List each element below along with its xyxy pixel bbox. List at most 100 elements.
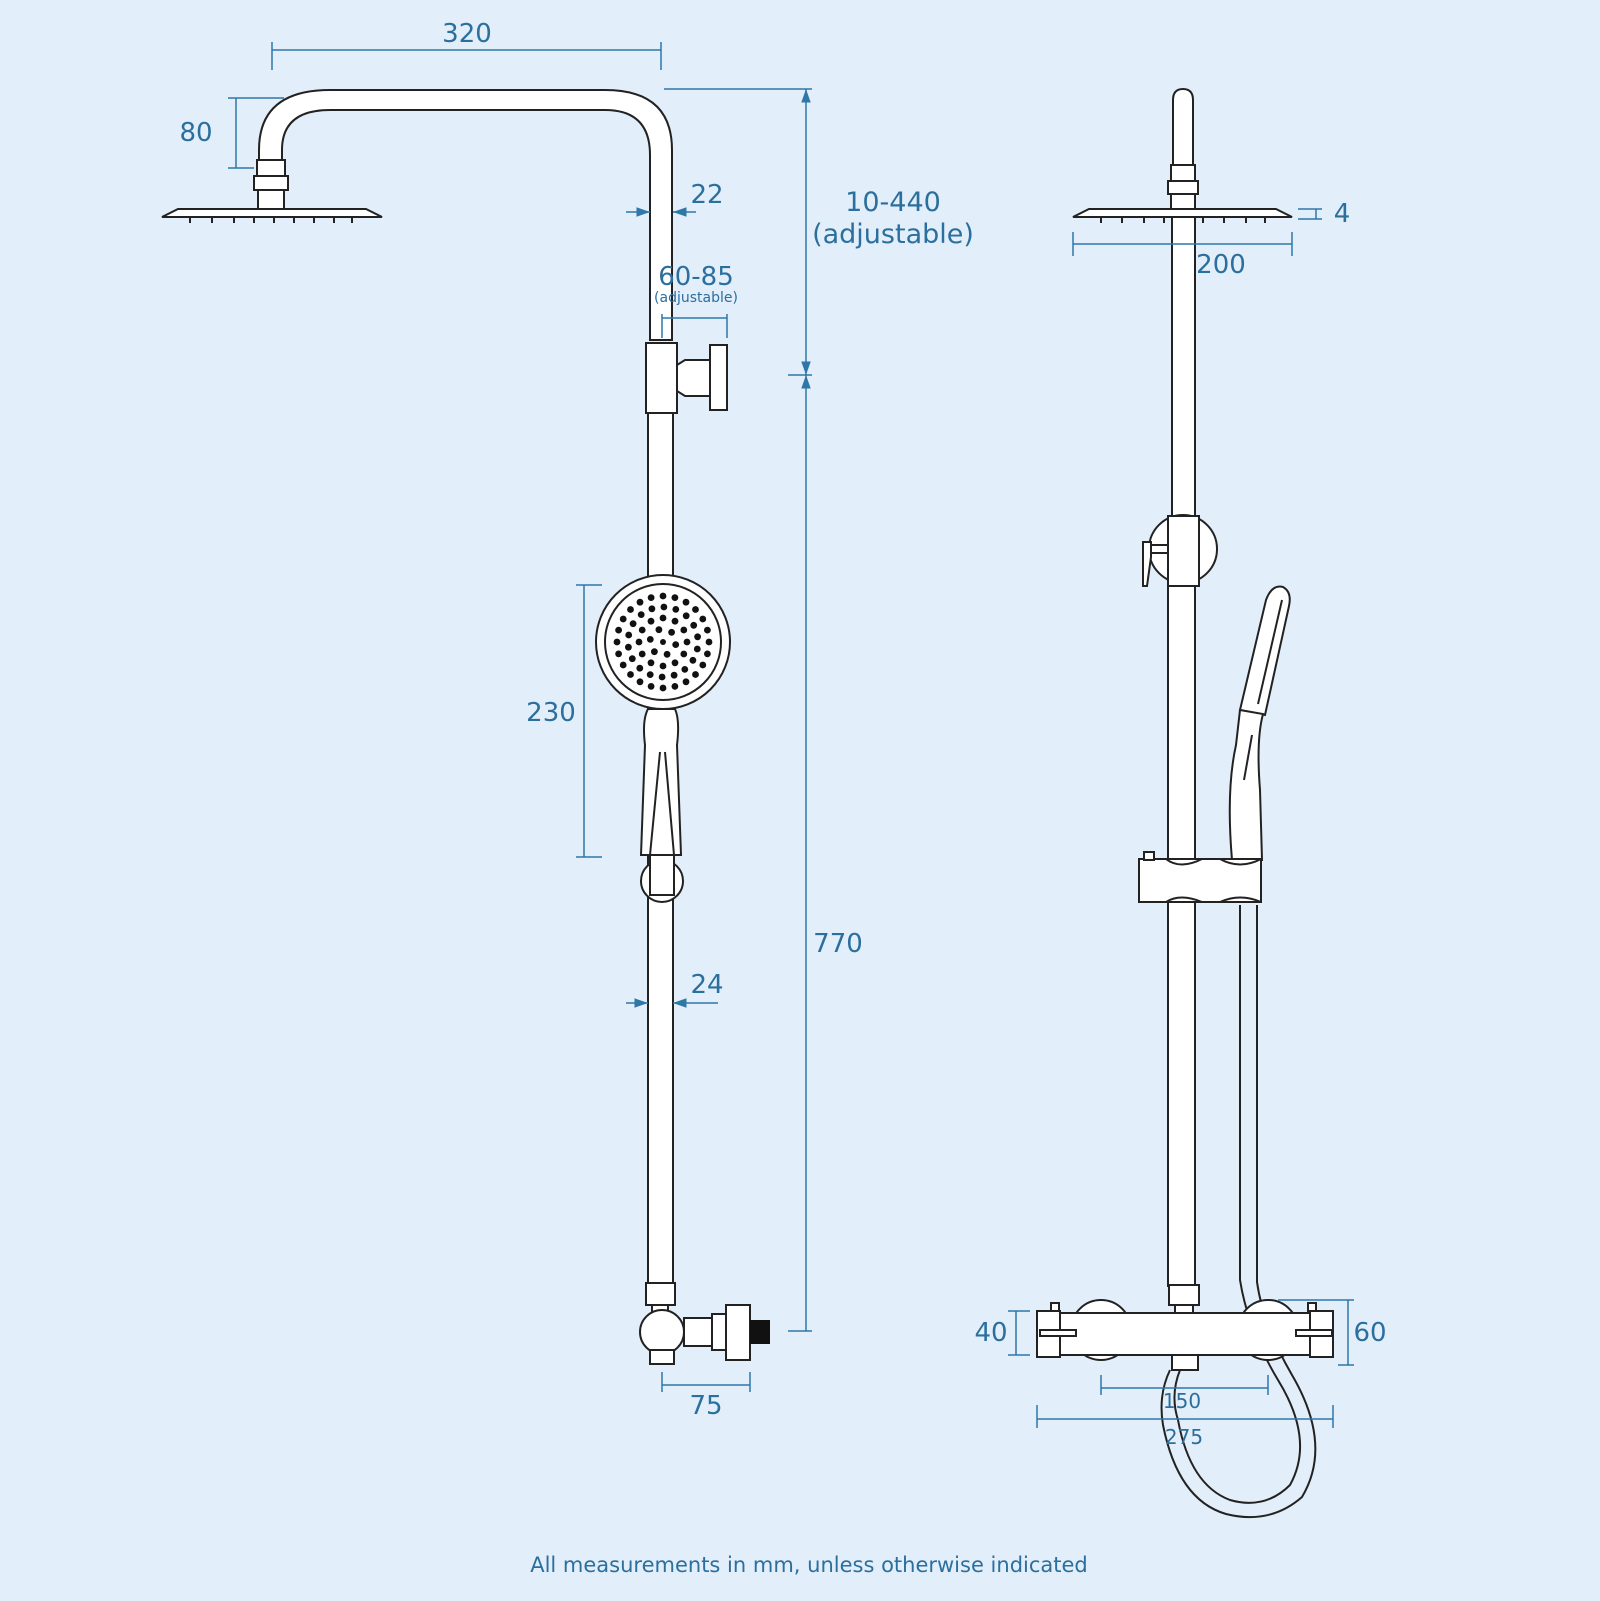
side-slider-cup-bottom (1165, 896, 1203, 903)
riser-bracket-clamp (645, 342, 678, 414)
nozzle-hole (660, 603, 668, 611)
nozzle-hole (704, 626, 711, 634)
side-handle-detail (1243, 734, 1253, 781)
nozzle-hole (672, 606, 680, 613)
handle-edge (664, 751, 675, 856)
side-bracket-lever (1142, 541, 1152, 587)
nozzle-hole (647, 683, 655, 690)
side-bracket-knob (1150, 544, 1169, 554)
side-bracket-clamp (1167, 515, 1200, 587)
nozzle-hole (655, 626, 663, 634)
nozzle-hole (627, 606, 634, 613)
valve-nut-bottom (649, 1349, 675, 1365)
dim-valve-outer-height: 60 (1353, 1318, 1386, 1348)
nozzle-hole (638, 650, 646, 658)
nozzle-hole (647, 594, 655, 601)
nozzle-hole (672, 641, 680, 648)
nozzle-hole (646, 636, 654, 643)
swivel-joint (256, 159, 286, 177)
nozzle-hole (699, 615, 707, 623)
side-swivel (1170, 164, 1196, 182)
dim-valve-offset: 75 (689, 1391, 722, 1421)
side-arm-top (1172, 87, 1194, 171)
dim-riser-length: 770 (813, 929, 863, 959)
nozzle-hole (625, 643, 632, 651)
nozzle-hole (635, 638, 643, 646)
hand-shower-face (604, 583, 722, 701)
nozzle-hole (659, 662, 667, 670)
handle-edge (649, 751, 661, 856)
nozzle-hole (625, 631, 633, 639)
valve-stop-right (1307, 1302, 1317, 1312)
valve-outlet-nut (1174, 1304, 1194, 1314)
nozzle-hole (659, 684, 667, 692)
side-slider-holder (1138, 858, 1262, 903)
nozzle-hole (668, 628, 675, 636)
front-view: 320 80 22 10-440 (adjustable) 60-85 (adj… (161, 19, 974, 1421)
nozzle-hole (638, 626, 646, 634)
nozzle-hole (671, 659, 679, 667)
dim-inlet-centres: 150 (1163, 1389, 1201, 1413)
nozzle-hole (690, 621, 698, 629)
nozzle-hole (683, 638, 691, 646)
nozzle-hole (682, 598, 690, 606)
nozzle-hole (636, 598, 644, 606)
dim-head-drop: 80 (179, 118, 212, 148)
head-nozzles (189, 217, 353, 223)
dim-arm-height: 10-440 (845, 187, 941, 218)
dim-head-size: 200 (1196, 250, 1246, 280)
nozzle-hole (663, 650, 671, 658)
side-hand-shower-head (1238, 585, 1291, 717)
dimension-lines-front (228, 42, 812, 1392)
nozzle-hole (671, 617, 679, 625)
hand-shower-handle (639, 708, 683, 856)
nozzle-hole (692, 671, 699, 678)
side-upper-pipe (1171, 216, 1196, 518)
side-head-face (1257, 599, 1283, 705)
valve-outlet-collar (1168, 1284, 1200, 1306)
nozzle-hole (680, 626, 688, 634)
dim-head-reach: 320 (442, 19, 492, 49)
valve-lever-left (1039, 1329, 1077, 1337)
handset-holder-clip (649, 854, 675, 896)
valve-hex (711, 1313, 727, 1351)
nozzle-hole (699, 661, 707, 669)
valve-thread (750, 1320, 770, 1344)
nozzle-hole (680, 650, 688, 658)
swivel-neck (257, 189, 285, 212)
nozzle-hole (646, 671, 654, 678)
nozzle-hole (693, 645, 701, 653)
nozzle-hole (619, 661, 627, 669)
side-head-nozzles (1100, 217, 1266, 223)
dim-lower-pipe-width: 24 (690, 970, 723, 1000)
hand-shower-nozzles (613, 592, 713, 692)
valve-elbow (725, 1304, 751, 1361)
dim-upper-pipe-width: 22 (690, 180, 723, 210)
nozzle-hole (647, 659, 655, 667)
thermostatic-valve-body (1059, 1312, 1311, 1356)
diverter-valve (639, 1309, 685, 1355)
nozzle-hole (671, 683, 679, 690)
dimension-lines-side (1008, 208, 1354, 1428)
nozzle-hole (681, 666, 689, 673)
nozzle-hole (636, 664, 644, 672)
nozzle-hole (629, 620, 637, 628)
dim-bracket-depth: 60-85 (658, 262, 734, 292)
nozzle-hole (627, 671, 634, 678)
nozzle-hole (619, 615, 627, 623)
dim-arm-height-note: (adjustable) (812, 219, 974, 250)
swivel-joint-lower (253, 175, 289, 191)
nozzle-hole (651, 648, 658, 656)
nozzle-hole (628, 655, 636, 663)
dim-handset-length: 230 (526, 698, 576, 728)
nozzle-hole (615, 650, 622, 658)
nozzle-hole (705, 638, 713, 646)
dim-valve-body-height: 40 (974, 1318, 1007, 1348)
nozzle-hole (682, 612, 690, 620)
side-shower-head (1072, 208, 1293, 218)
side-view: 4 200 40 60 150 275 (974, 87, 1387, 1519)
shower-arm (258, 89, 673, 341)
riser-bracket-wall-plate (709, 344, 728, 411)
side-riser-pipe (1167, 585, 1196, 1287)
